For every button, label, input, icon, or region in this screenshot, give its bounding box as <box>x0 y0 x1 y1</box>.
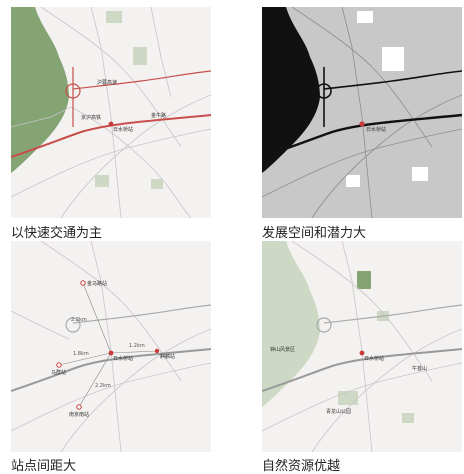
station-dot <box>108 121 114 127</box>
green-patch <box>338 391 358 405</box>
map-svg-natural-resources: 钟山风景区 日水桥站 牛首山 青龙山公园 <box>262 241 462 452</box>
distance-lines <box>58 282 158 408</box>
highway-dark <box>262 113 462 159</box>
station-east <box>154 348 160 354</box>
minor-roads <box>11 241 211 452</box>
station-west <box>56 362 62 368</box>
label-expressway: 沪蓉高速 <box>97 79 117 86</box>
label-north-station: 金马路站 <box>87 280 107 287</box>
map-svg-fast-transport: 沪蓉高速 京沪高铁 日水桥站 金牛路 <box>11 7 211 218</box>
label-park-road: 金牛路 <box>151 112 166 119</box>
rail-line <box>262 348 462 392</box>
station-north <box>80 280 86 286</box>
expressway-grey <box>323 304 462 324</box>
label-station: 日水桥站 <box>366 126 386 133</box>
label-station: 日水桥站 <box>364 355 384 362</box>
green-patch <box>95 175 109 187</box>
green-patch <box>106 11 122 23</box>
label-east-station: 麒麟站 <box>160 353 175 360</box>
interchange <box>65 83 81 99</box>
scenic-area <box>262 241 320 407</box>
station-main <box>108 350 114 356</box>
interchange <box>65 317 81 333</box>
expressway-grey <box>72 304 211 324</box>
open-patch <box>412 167 428 181</box>
map-panel-development-space: 日水桥站 <box>262 7 462 218</box>
label-station: 日水桥站 <box>113 126 133 133</box>
label-main-station: 日水桥站 <box>113 355 133 362</box>
caption-fast-transport: 以快速交通为主 <box>11 226 103 241</box>
green-patch <box>357 271 371 289</box>
station-dot <box>359 350 365 356</box>
caption-development-space: 发展空间和潜力大 <box>262 226 367 241</box>
green-patch <box>151 179 163 189</box>
label-south-station: 南京南站 <box>69 411 89 418</box>
map-background <box>11 241 211 452</box>
green-patch <box>402 413 414 423</box>
mountain-area-dark <box>262 7 320 173</box>
expressway-red <box>72 70 211 90</box>
map-svg-development-space: 日水桥站 <box>262 7 462 218</box>
map-svg-station-spacing: 金马路站 日水桥站 麒麟站 马群站 南京南站 2.2km 1.8km 1.2km… <box>11 241 211 452</box>
expressway-dark <box>323 70 462 90</box>
station-south <box>76 404 82 410</box>
label-south-park: 青龙山公园 <box>326 408 351 415</box>
map-panel-natural-resources: 钟山风景区 日水桥站 牛首山 青龙山公园 <box>262 241 462 452</box>
minor-roads-dark <box>262 7 462 218</box>
open-patch <box>357 11 373 23</box>
station-dot <box>359 121 365 127</box>
map-panel-fast-transport: 沪蓉高速 京沪高铁 日水桥站 金牛路 <box>11 7 211 218</box>
mountain-area <box>11 7 69 173</box>
highway-red <box>11 114 211 158</box>
label-scenic-area: 钟山风景区 <box>270 346 295 353</box>
open-patch <box>382 47 404 71</box>
label-west-station: 马群站 <box>51 369 66 376</box>
distance-north: 2.2km <box>71 317 87 323</box>
label-east-park: 牛首山 <box>412 365 427 372</box>
distance-south: 2.2km <box>95 383 111 389</box>
distance-east: 1.2km <box>129 343 145 349</box>
label-jinglu: 京沪高铁 <box>81 114 101 121</box>
interchange-dark <box>316 83 332 99</box>
distance-west: 1.8km <box>73 351 89 357</box>
caption-station-spacing: 站点间距大 <box>11 459 77 474</box>
map-panel-station-spacing: 金马路站 日水桥站 麒麟站 马群站 南京南站 2.2km 1.8km 1.2km… <box>11 241 211 452</box>
green-patch <box>133 47 147 65</box>
rail-line <box>11 348 211 392</box>
interchange <box>316 317 332 333</box>
open-patch <box>346 175 360 187</box>
caption-natural-resources: 自然资源优越 <box>262 459 341 474</box>
